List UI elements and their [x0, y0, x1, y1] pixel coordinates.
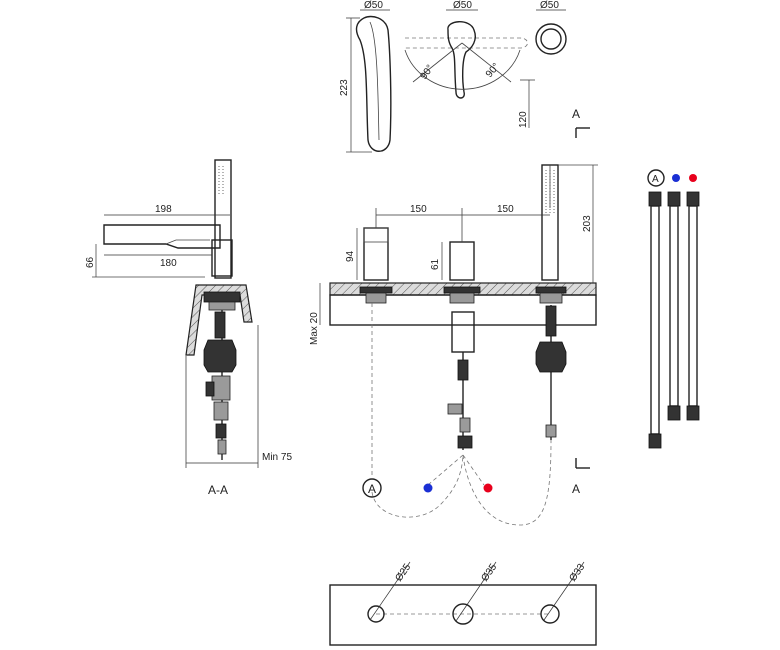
section-mark-top: A	[572, 107, 590, 138]
angle-right: 90°	[484, 61, 502, 80]
spout-body-front	[363, 227, 389, 281]
lever-top: 90° 90° Ø50 120	[404, 0, 535, 128]
dim-223: 223	[339, 79, 350, 96]
dim-diameter-50-right: Ø50	[540, 0, 559, 11]
hand-shower-side	[214, 159, 232, 279]
hot-marker	[483, 483, 493, 493]
hoses-set: A	[647, 169, 700, 449]
section-label-a-a: A-A	[208, 483, 228, 497]
dim-61: 61	[430, 258, 441, 270]
hose-marker-a	[362, 478, 382, 498]
shower-dots	[218, 166, 224, 196]
section-mark-a-top: A	[572, 107, 580, 121]
dim-min-75: Min 75	[262, 452, 292, 463]
dim-150-right: 150	[497, 204, 514, 215]
hole-2	[452, 603, 474, 625]
cold-marker	[423, 483, 433, 493]
deck-section	[185, 284, 253, 356]
spout-profile: 223 Ø50	[339, 0, 392, 153]
hole-3	[540, 604, 560, 624]
section-mark-a-bottom: A	[572, 482, 580, 496]
dim-203: 203	[582, 215, 593, 232]
hole-3-diameter: Ø33	[567, 562, 587, 584]
hoses-marker-a-text: A	[652, 174, 659, 185]
top-view: 223 Ø50 90° 90° Ø50 120 Ø50	[339, 0, 590, 153]
hose-cold-dot	[672, 174, 680, 182]
spout-side	[103, 224, 221, 249]
dim-94: 94	[345, 250, 356, 262]
hose-hot-dot	[689, 174, 697, 182]
dim-198: 198	[155, 204, 172, 215]
dim-diameter-50-left: Ø50	[364, 0, 383, 11]
dim-66: 66	[85, 256, 96, 268]
mixer-body-front	[449, 241, 475, 281]
hose-marker-a-text: A	[368, 482, 376, 496]
dim-120: 120	[518, 111, 529, 128]
mounting-plate: Ø25 Ø35 Ø33	[329, 562, 597, 646]
dim-diameter-50-mid: Ø50	[453, 0, 472, 11]
hole-1-diameter: Ø25	[393, 562, 413, 584]
front-view: 150 150 94 61 203 Max 20 A A	[309, 164, 598, 526]
hole-2-diameter: Ø35	[479, 562, 499, 584]
hand-shower-holder-top: Ø50	[535, 0, 567, 55]
dim-180: 180	[160, 258, 177, 269]
dim-max-20: Max 20	[309, 312, 320, 345]
dim-150-left: 150	[410, 204, 427, 215]
plate-outline	[329, 584, 597, 646]
hole-1	[367, 605, 385, 623]
side-view: 198 180 66 Min 75 A-A	[85, 159, 292, 497]
hoses-marker-a	[647, 169, 665, 187]
